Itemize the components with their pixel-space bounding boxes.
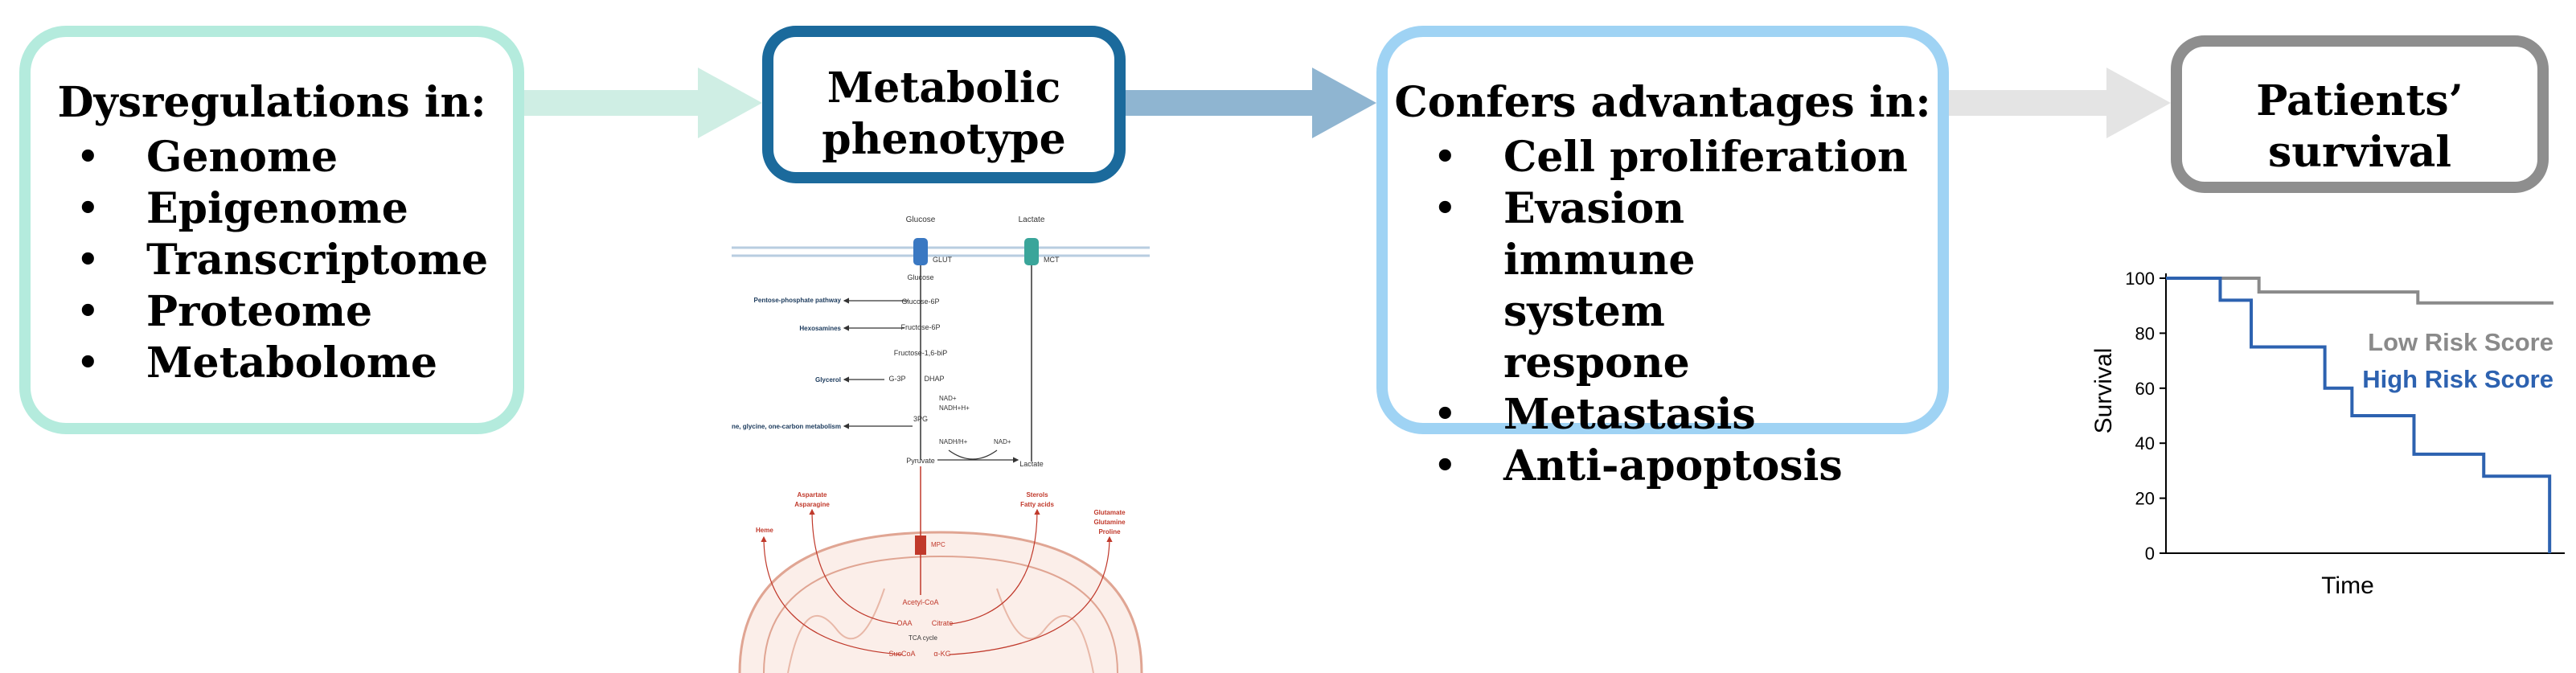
- node-pyruvate: Pyruvate: [906, 457, 935, 465]
- glut-label: GLUT: [933, 256, 953, 264]
- node-fructose-bp: Fructose-1,6-biP: [894, 349, 948, 357]
- title-line-2: survival: [2267, 128, 2452, 177]
- node-3pg: 3PG: [913, 415, 928, 423]
- list-item-metastasis: Metastasis: [1433, 389, 1908, 441]
- y-tick-label: 80: [2135, 323, 2155, 343]
- arrow-dysregulations-to-metabolic: [524, 68, 762, 138]
- label-fatty-acids: Fatty acids: [1020, 501, 1054, 508]
- metabolic-pathway-diagram: Glucose Lactate GLUT MCT Glucose Glucose…: [732, 215, 1150, 673]
- chart-axes: 0 20 40 60 80 100: [2125, 269, 2565, 564]
- node-dhap: DHAP: [924, 375, 944, 383]
- dysregulations-list: Genome Epigenome Transcriptome Proteome …: [76, 132, 488, 389]
- label-ppp: Pentose-phosphate pathway: [754, 297, 842, 304]
- label-aspartate: Aspartate: [798, 491, 827, 499]
- list-item-epigenome: Epigenome: [76, 183, 488, 235]
- advantages-box: Confers advantages in: Cell proliferatio…: [1376, 26, 1949, 492]
- series-line-low-risk: [2166, 277, 2553, 305]
- mct-label: MCT: [1044, 256, 1060, 264]
- title-line-1: Metabolic: [827, 64, 1061, 113]
- glut-transporter: [913, 238, 928, 265]
- chart-series: [2166, 277, 2553, 553]
- lactate-top-label: Lactate: [1019, 215, 1045, 224]
- arrow-metabolic-to-advantages: [1126, 68, 1376, 138]
- label-asparagine: Asparagine: [794, 501, 830, 508]
- metabolic-phenotype-title: Metabolic phenotype: [773, 63, 1114, 166]
- legend-low-risk: Low Risk Score: [2368, 328, 2553, 356]
- arrow-advantages-to-survival: [1949, 68, 2171, 138]
- y-tick-label: 40: [2135, 433, 2155, 453]
- exit-sterols: [950, 508, 1040, 625]
- node-nad: NAD+: [939, 395, 957, 402]
- title-line-1: Patients’: [2256, 76, 2463, 125]
- node-nadh-ldh: NADH/H+: [939, 438, 968, 445]
- survival-chart: 0 20 40 60 80 100 Survival Time Low Risk Scor…: [2090, 269, 2565, 599]
- y-tick-label: 0: [2145, 544, 2155, 564]
- dysregulations-box: Dysregulations in: Genome Epigenome Tran…: [19, 26, 524, 434]
- series-line-high-risk: [2166, 277, 2552, 553]
- node-g3p: G-3P: [888, 375, 905, 383]
- exit-glutamate: [950, 536, 1113, 655]
- list-item-genome: Genome: [76, 132, 488, 183]
- node-fructose-6p: Fructose-6P: [900, 323, 940, 331]
- ldh-reaction-arc: [948, 449, 998, 460]
- node-nad-ldh: NAD+: [994, 438, 1011, 445]
- glucose-top-label: Glucose: [906, 215, 936, 224]
- patients-survival-box: Patients’ survival: [2171, 35, 2549, 193]
- node-mpc: MPC: [931, 541, 945, 548]
- node-succoa: SucCoA: [888, 650, 915, 658]
- node-nadh: NADH+H+: [939, 404, 970, 412]
- y-tick-label: 100: [2125, 269, 2155, 289]
- mitochondrion-inner: [763, 555, 1118, 673]
- dysregulations-title: Dysregulations in:: [57, 78, 486, 127]
- mitochondrion-outer: [738, 531, 1143, 673]
- node-lactate: Lactate: [1019, 460, 1044, 468]
- legend-high-risk: High Risk Score: [2362, 365, 2553, 393]
- label-glycerol: Glycerol: [815, 376, 841, 384]
- exit-aspartate: [809, 508, 898, 625]
- label-sterols: Sterols: [1026, 491, 1048, 499]
- node-oaa: OAA: [896, 619, 912, 627]
- patients-survival-title: Patients’ survival: [2182, 76, 2537, 179]
- y-axis-label: Survival: [2090, 348, 2117, 434]
- list-item-metabolome: Metabolome: [76, 338, 488, 389]
- x-axis-label: Time: [2321, 572, 2374, 599]
- advantages-title: Confers advantages in:: [1394, 78, 1931, 127]
- label-heme: Heme: [756, 527, 773, 534]
- mitochondrion-cristae: [787, 588, 1094, 673]
- title-line-2: phenotype: [822, 115, 1066, 164]
- exit-heme: [761, 536, 903, 655]
- mct-transporter: [1024, 238, 1039, 265]
- metabolic-phenotype-box: Metabolic phenotype: [762, 26, 1126, 183]
- label-hexosamines: Hexosamines: [799, 325, 841, 332]
- list-item-cell-proliferation: Cell proliferation: [1433, 132, 1908, 183]
- label-glutamate: Glutamate: [1093, 509, 1126, 516]
- node-akg: α-KG: [933, 650, 950, 658]
- node-acetyl-coa: Acetyl-CoA: [902, 598, 938, 606]
- list-item-immune-evasion: Evasion immune system respone: [1433, 183, 1857, 389]
- y-tick-label: 60: [2135, 379, 2155, 399]
- label-proline: Proline: [1098, 528, 1121, 536]
- node-glucose-6p: Glucose-6P: [901, 298, 939, 306]
- y-tick-label: 20: [2135, 489, 2155, 509]
- advantages-list: Cell proliferation Evasion immune system…: [1433, 132, 1908, 492]
- label-serine: Serine, glycine, one-carbon metabolism: [732, 423, 841, 430]
- label-glutamine: Glutamine: [1093, 519, 1126, 526]
- list-item-transcriptome: Transcriptome: [76, 235, 488, 286]
- node-glucose: Glucose: [907, 273, 933, 281]
- node-citrate: Citrate: [932, 619, 954, 627]
- list-item-anti-apoptosis: Anti-apoptosis: [1433, 441, 1908, 492]
- node-tca: TCA cycle: [909, 634, 938, 642]
- list-item-proteome: Proteome: [76, 286, 488, 338]
